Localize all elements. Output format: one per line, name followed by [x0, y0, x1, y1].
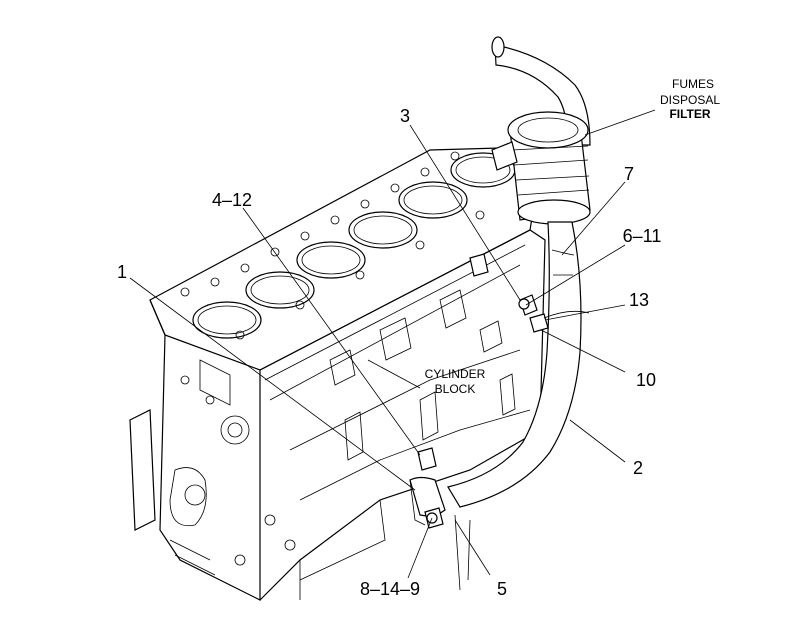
fumes-disposal-filter-label: FUMES DISPOSAL FILTER	[660, 77, 720, 121]
callout-numbers: 1 2 3 4–12 5 6–11 7 8–14–9 10 13	[117, 106, 661, 599]
cylinder-block-label: CYLINDER BLOCK	[425, 367, 486, 396]
cylinder-block-drawing	[129, 147, 546, 601]
callout-3: 3	[400, 106, 410, 126]
cylinder-label-line2: BLOCK	[435, 382, 476, 396]
cylinder-label-line1: CYLINDER	[425, 367, 486, 381]
callout-10: 10	[636, 370, 656, 390]
fumes-label-line2: DISPOSAL	[660, 93, 720, 107]
callout-6-11: 6–11	[623, 226, 662, 246]
fumes-label-line3: FILTER	[669, 107, 710, 121]
breather-hose-assembly	[409, 36, 591, 591]
cylinder-bores	[192, 152, 516, 339]
callout-7: 7	[624, 164, 634, 184]
callout-4-12: 4–12	[212, 190, 252, 210]
fumes-label-line1: FUMES	[672, 77, 714, 91]
leader-lines	[129, 109, 656, 579]
callout-1: 1	[117, 262, 127, 282]
callout-8-14-9: 8–14–9	[360, 579, 420, 599]
callout-2: 2	[633, 458, 643, 478]
callout-13: 13	[629, 290, 649, 310]
callout-5: 5	[497, 579, 507, 599]
deck-bolt-holes	[180, 151, 485, 340]
